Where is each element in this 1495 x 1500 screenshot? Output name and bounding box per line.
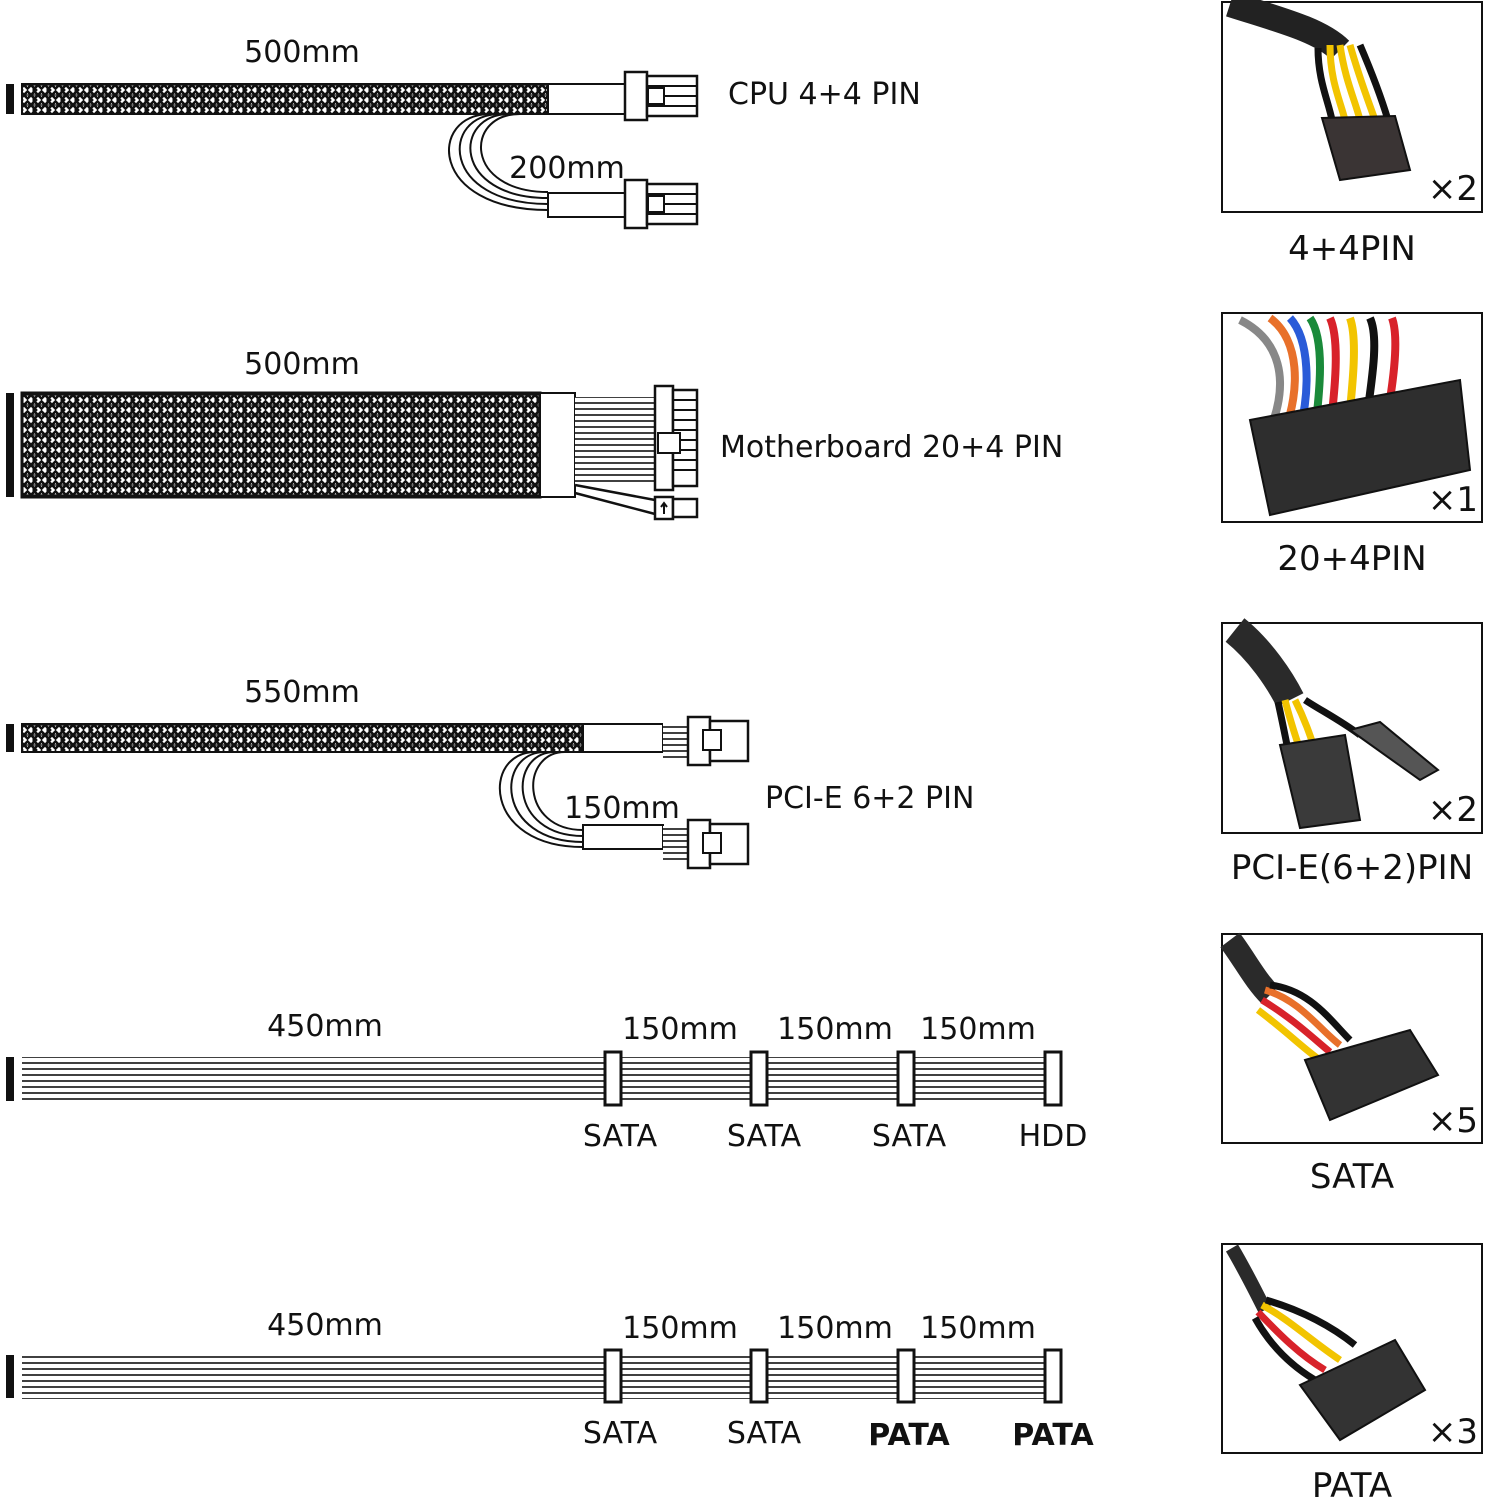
cable-end-bar [6, 84, 14, 114]
pata-connectors [603, 1348, 1063, 1404]
pata-main-length: 450mm [267, 1308, 383, 1343]
photo-caption: 4+4PIN [1288, 229, 1416, 269]
cable-end-bar [6, 393, 14, 497]
cpu-branch-length: 200mm [509, 151, 625, 186]
pcie-cable-label: PCI-E 6+2 PIN [765, 781, 974, 816]
segment-length: 150mm [622, 1012, 738, 1047]
pcie-cable: 550mm 150mm PCI-E 6+2 PIN [6, 675, 974, 870]
cable-end-bar [6, 1057, 14, 1101]
quantity-label: ×3 [1428, 1412, 1478, 1452]
heatshrink [547, 83, 626, 115]
mb-main-length: 500mm [244, 347, 360, 382]
segment-length: 150mm [920, 1012, 1036, 1047]
segment-length: 150mm [777, 1311, 893, 1346]
braided-sleeve [21, 83, 549, 115]
cpu-main-length: 500mm [244, 35, 360, 70]
branch-wires [498, 751, 584, 848]
heatshrink [539, 392, 576, 498]
photo-caption: PCI-E(6+2)PIN [1231, 848, 1473, 888]
braided-sleeve [20, 391, 542, 499]
connector-label: PATA [1012, 1418, 1094, 1453]
connector-label: SATA [583, 1416, 658, 1451]
heatshrink [582, 824, 664, 850]
pcie-branch-length: 150mm [564, 791, 680, 826]
connector-label: SATA [583, 1119, 658, 1154]
photo-pcie: ×2 PCI-E(6+2)PIN [1221, 618, 1483, 888]
pcie-main-length: 550mm [244, 675, 360, 710]
quantity-label: ×2 [1428, 790, 1478, 830]
photo-4plus4: ×2 4+4PIN [1221, 0, 1483, 269]
mb-cable-label: Motherboard 20+4 PIN [720, 430, 1063, 465]
segment-length: 150mm [920, 1311, 1036, 1346]
photo-sata: ×5 SATA [1220, 932, 1483, 1197]
quantity-label: ×2 [1428, 169, 1478, 209]
branch-wires [448, 113, 549, 211]
photo-caption: SATA [1310, 1157, 1394, 1197]
atx-4pin-connector [653, 495, 699, 521]
sata-connectors [603, 1050, 1063, 1107]
cpu-cable: 500mm 200mm CPU 4+4 PIN [6, 35, 921, 230]
photo-20plus4: ×1 20+4PIN [1221, 312, 1483, 579]
sata-cable: 450mm 150mm 150mm 150mm SATA SATA SATA H… [6, 1009, 1087, 1154]
photo-caption: 20+4PIN [1277, 539, 1426, 579]
cpu-connector [623, 178, 699, 230]
cable-end-bar [6, 1355, 14, 1398]
quantity-label: ×1 [1428, 480, 1478, 520]
heatshrink [547, 192, 626, 218]
quantity-label: ×5 [1428, 1101, 1478, 1141]
wires [575, 397, 655, 485]
flat-wires [22, 1057, 1060, 1103]
photo-pata: ×3 PATA [1221, 1243, 1483, 1500]
photo-caption: PATA [1312, 1466, 1392, 1500]
connector-label: SATA [727, 1416, 802, 1451]
pata-cable: 450mm 150mm 150mm 150mm SATA SATA PATA P… [6, 1308, 1095, 1453]
braided-sleeve [21, 723, 584, 753]
sata-main-length: 450mm [267, 1009, 383, 1044]
heatshrink [582, 723, 664, 753]
connector-label: HDD [1019, 1119, 1088, 1154]
cpu-cable-label: CPU 4+4 PIN [728, 77, 921, 112]
segment-length: 150mm [622, 1311, 738, 1346]
cpu-connector [623, 70, 699, 122]
cable-end-bar [6, 724, 14, 752]
connector-label: SATA [727, 1119, 802, 1154]
connector-label: PATA [868, 1418, 950, 1453]
connector-label: SATA [872, 1119, 947, 1154]
pcie-connector [663, 715, 750, 767]
motherboard-cable: 500mm Motherboard 20+4 PIN [6, 347, 1063, 521]
flat-wires [22, 1355, 1060, 1399]
atx-24pin-connector [653, 384, 699, 492]
pcie-connector [663, 818, 750, 870]
segment-length: 150mm [777, 1012, 893, 1047]
